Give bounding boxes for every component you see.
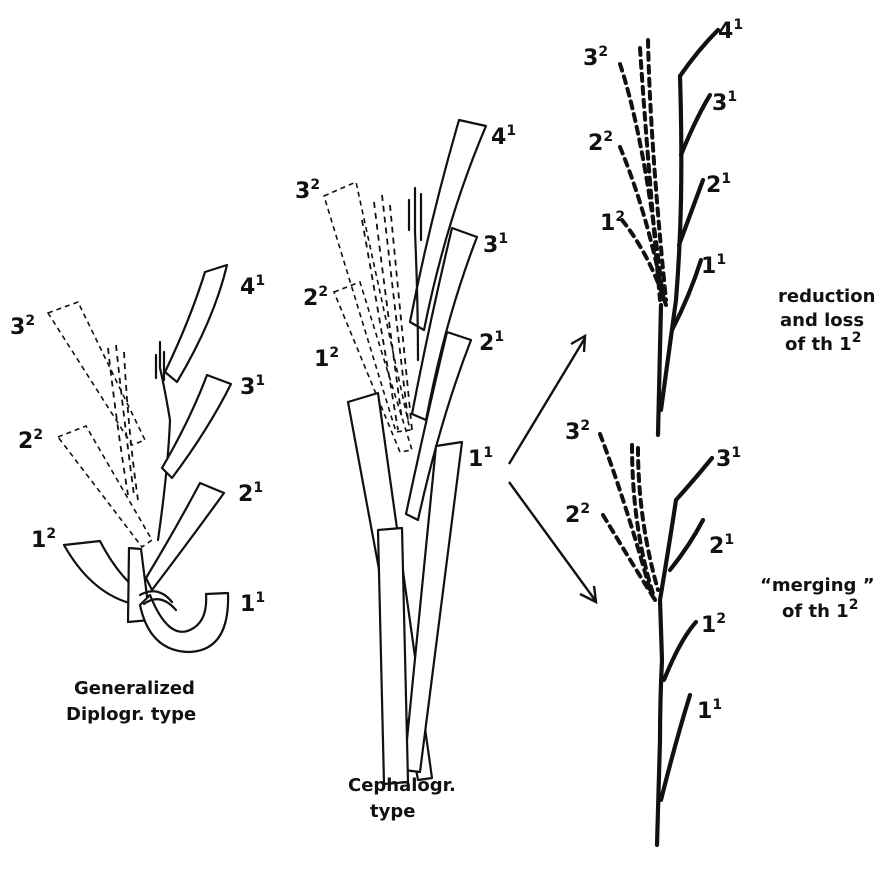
caption-reduction-line2: and loss: [780, 310, 864, 331]
merging-colony: [600, 434, 712, 845]
dashed-theca-2-2: [58, 426, 152, 547]
label-ceph-1-1: 11: [468, 445, 493, 472]
label-mer-1-2: 12: [701, 611, 726, 638]
label-ceph-3-2: 32: [295, 177, 320, 204]
cephalograptus-colony: [324, 120, 486, 784]
theca-3-1: [676, 458, 712, 500]
theca-1-1: [661, 695, 690, 800]
label-red-1-2: 12: [600, 209, 625, 236]
caption-cephalograptus-line2: type: [370, 801, 415, 822]
reduction-colony: [620, 30, 718, 435]
sicula: [378, 528, 408, 784]
dashed-theca-3-2: [48, 302, 145, 445]
label-mer-1-1: 11: [697, 697, 722, 724]
label-gen-1-2: 12: [31, 526, 56, 553]
theca-4-1: [165, 265, 227, 382]
label-mer-2-2: 22: [565, 501, 590, 528]
dashed-theca-3-2: [324, 182, 410, 432]
caption-reduction-line3: of th 12: [785, 330, 861, 355]
label-ceph-2-2: 22: [303, 284, 328, 311]
caption-generalized-line2: Diplogr. type: [66, 704, 196, 725]
theca-3-1: [162, 375, 231, 478]
label-gen-3-1: 31: [240, 373, 265, 400]
label-red-2-2: 22: [588, 129, 613, 156]
theca-4-1: [680, 30, 718, 76]
label-mer-3-1: 31: [716, 445, 741, 472]
theca-1-2: [664, 622, 696, 680]
caption-merging-line2: of th 12: [782, 597, 858, 622]
label-gen-4-1: 41: [240, 273, 265, 300]
label-red-2-1: 21: [706, 171, 731, 198]
label-ceph-2-1: 21: [479, 329, 504, 356]
caption-cephalograptus-line1: Cephalogr.: [348, 775, 456, 796]
caption-merging-line1: “merging ”: [760, 575, 875, 596]
label-red-4-1: 41: [718, 17, 743, 44]
label-red-1-1: 11: [701, 252, 726, 279]
label-ceph-1-2: 12: [314, 345, 339, 372]
label-gen-3-2: 32: [10, 313, 35, 340]
theca-3-1: [681, 95, 710, 155]
label-red-3-1: 31: [712, 89, 737, 116]
theca-2-1: [670, 520, 703, 570]
caption-reduction-line1: reduction: [778, 286, 875, 307]
arrow-to-merging: [509, 482, 596, 602]
label-ceph-3-1: 31: [483, 231, 508, 258]
label-mer-3-2: 32: [565, 418, 590, 445]
dashed-nema-lines: [108, 345, 138, 500]
caption-generalized-line1: Generalized: [74, 678, 195, 699]
label-gen-1-1: 11: [240, 590, 265, 617]
dashed-nema-2: [638, 448, 658, 590]
label-mer-2-1: 21: [709, 532, 734, 559]
generalized-diplograptid-colony: [48, 265, 231, 652]
theca-1-1: [140, 593, 228, 652]
dashed-nema: [632, 445, 655, 600]
label-red-3-2: 32: [583, 44, 608, 71]
label-gen-2-2: 22: [18, 427, 43, 454]
label-ceph-4-1: 41: [491, 123, 516, 150]
dashed-theca-2-2: [603, 515, 655, 600]
label-gen-2-1: 21: [238, 480, 263, 507]
